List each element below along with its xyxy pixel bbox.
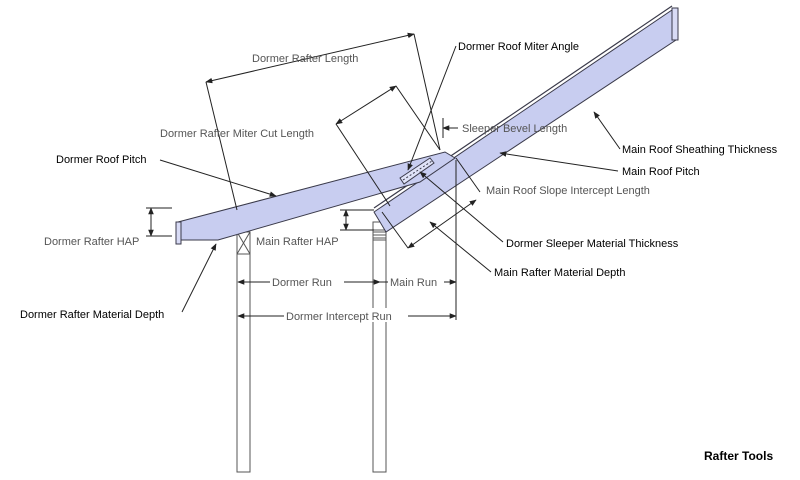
label-dormer-rafter-hap: Dormer Rafter HAP bbox=[44, 236, 139, 248]
label-dormer-rafter-miter-cut-length: Dormer Rafter Miter Cut Length bbox=[160, 128, 314, 140]
dim-dormer-rafter-miter-cut-length bbox=[335, 85, 397, 125]
label-sleeper-bevel-length: Sleeper Bevel Length bbox=[462, 123, 567, 135]
dormer-post bbox=[236, 231, 251, 473]
label-dormer-rafter-material-depth: Dormer Rafter Material Depth bbox=[20, 309, 164, 321]
dim-dormer-rafter-length bbox=[205, 32, 415, 84]
label-dormer-run: Dormer Run bbox=[272, 277, 332, 289]
dormer-rafter-tail bbox=[175, 221, 182, 245]
label-dormer-rafter-length: Dormer Rafter Length bbox=[252, 53, 358, 65]
main-post-cap bbox=[372, 229, 387, 241]
label-main-rafter-material-depth: Main Rafter Material Depth bbox=[494, 267, 625, 279]
main-post bbox=[372, 221, 387, 473]
brand-label: Rafter Tools bbox=[704, 449, 773, 463]
main-rafter-end bbox=[671, 7, 679, 41]
label-main-rafter-hap: Main Rafter HAP bbox=[256, 236, 339, 248]
dormer-post-cap bbox=[236, 231, 251, 255]
label-dormer-intercept-run: Dormer Intercept Run bbox=[286, 311, 392, 323]
label-dormer-sleeper-material-thickness: Dormer Sleeper Material Thickness bbox=[506, 238, 679, 250]
label-main-roof-slope-intercept-length: Main Roof Slope Intercept Length bbox=[486, 185, 650, 197]
label-dormer-roof-miter-angle: Dormer Roof Miter Angle bbox=[458, 41, 579, 53]
dim-main-roof-slope-intercept-length bbox=[407, 199, 477, 249]
label-main-roof-sheathing-thickness: Main Roof Sheathing Thickness bbox=[622, 144, 778, 156]
label-dormer-roof-pitch: Dormer Roof Pitch bbox=[56, 154, 146, 166]
label-main-roof-pitch: Main Roof Pitch bbox=[622, 166, 700, 178]
label-main-run: Main Run bbox=[390, 277, 437, 289]
